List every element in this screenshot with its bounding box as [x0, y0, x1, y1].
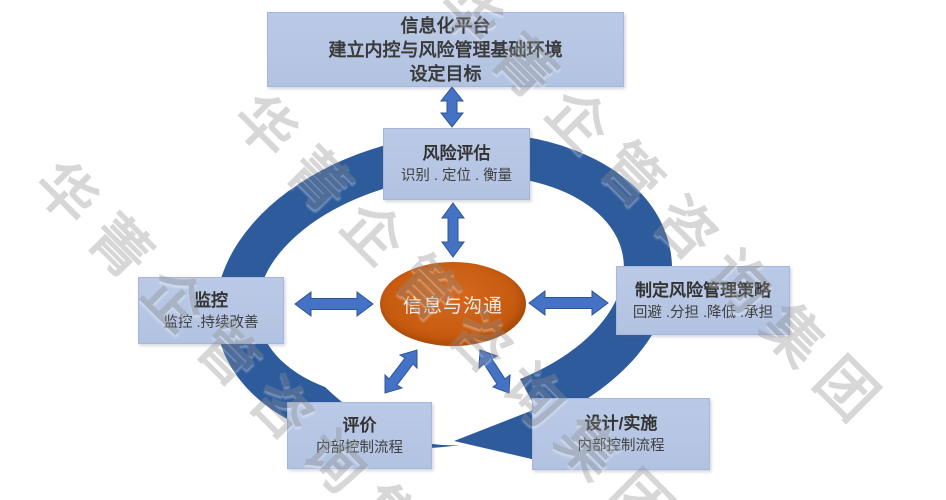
- cycle-ring-arc: [215, 132, 673, 449]
- strategy-node: 制定风险管理策略 回避 .分担 .降低 .承担: [616, 266, 790, 335]
- connector-center-evaluation: [384, 349, 418, 394]
- connector-center-strategy: [528, 290, 609, 316]
- evaluation-subtitle: 内部控制流程: [316, 439, 403, 456]
- strategy-title: 制定风险管理策略: [635, 280, 771, 300]
- connector-risk-center: [441, 202, 465, 258]
- risk-assessment-subtitle: 识别 . 定位 . 衡量: [400, 168, 513, 184]
- design-implement-node: 设计/实施 内部控制流程: [532, 398, 710, 470]
- evaluation-title: 评价: [342, 415, 377, 435]
- platform-node: 信息化平台 建立内控与风险管理基础环境 设定目标: [267, 12, 624, 87]
- monitoring-subtitle: 监控 .持续改善: [163, 314, 259, 331]
- evaluation-node: 评价 内部控制流程: [287, 402, 432, 469]
- monitoring-title: 监控: [194, 290, 228, 310]
- risk-assessment-title: 风险评估: [422, 144, 491, 163]
- connector-monitor-center: [294, 291, 374, 317]
- platform-line-3: 设定目标: [409, 63, 482, 84]
- design-implement-subtitle: 内部控制流程: [577, 438, 665, 454]
- connector-platform-risk: [439, 86, 465, 128]
- monitoring-node: 监控 监控 .持续改善: [138, 277, 284, 344]
- platform-line-1: 信息化平台: [400, 15, 491, 36]
- communication-center-label: 信息与沟通: [402, 295, 503, 317]
- risk-assessment-node: 风险评估 识别 . 定位 . 衡量: [383, 128, 530, 200]
- strategy-subtitle: 回避 .分担 .降低 .承担: [632, 304, 774, 321]
- design-implement-title: 设计/实施: [584, 414, 658, 433]
- connector-center-design: [478, 349, 511, 394]
- platform-line-2: 建立内控与风险管理基础环境: [328, 39, 563, 60]
- communication-center-node: 信息与沟通: [380, 262, 526, 346]
